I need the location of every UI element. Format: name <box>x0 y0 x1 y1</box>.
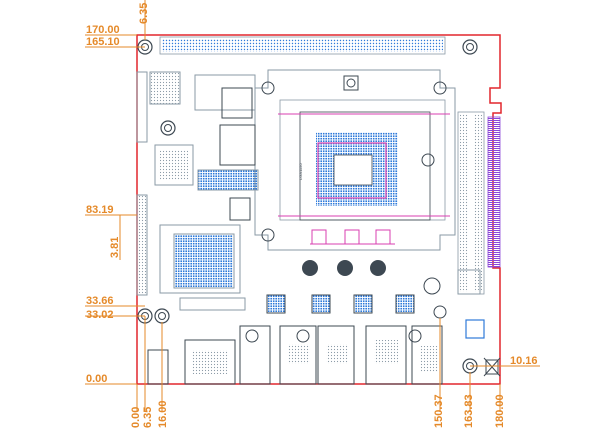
dim-bottom-150: 150.37 <box>433 394 445 428</box>
dimension-lines <box>85 0 540 412</box>
dim-left-83: 83.19 <box>86 204 114 216</box>
dim-left-33-66: 33.66 <box>86 295 114 307</box>
dim-top-6-35: 6.35 <box>138 3 150 24</box>
dim-left-170: 170.00 <box>86 24 120 36</box>
socket-label: LGA1150 <box>298 163 303 180</box>
vrm-components <box>302 229 395 276</box>
rear-io-ports <box>147 325 443 385</box>
dim-bottom-163: 163.83 <box>463 394 475 428</box>
dim-bottom-6-35: 6.35 <box>142 407 154 428</box>
left-connectors <box>136 71 194 296</box>
dim-bottom-16: 16.00 <box>157 400 169 428</box>
dim-bottom-0: 0.00 <box>130 407 142 428</box>
chipset <box>159 224 241 294</box>
dimm-slot <box>457 111 501 295</box>
mounting-holes <box>137 39 478 374</box>
cpu-socket: LGA1150 <box>254 69 456 251</box>
dim-left-165: 165.10 <box>86 36 120 48</box>
top-slot-connectors <box>159 36 446 55</box>
dim-right-10-16: 10.16 <box>510 355 538 367</box>
dim-left-33-02: 33.02 <box>86 309 114 321</box>
dim-left-0: 0.00 <box>86 373 107 385</box>
weee-icon <box>483 357 501 377</box>
dimension-labels: 170.00 165.10 83.19 33.66 33.02 0.00 3.8… <box>86 3 538 428</box>
dim-left-3-81: 3.81 <box>109 237 121 258</box>
misc-components <box>179 74 259 311</box>
bottom-chips <box>245 277 485 343</box>
dim-bottom-180: 180.00 <box>494 394 506 428</box>
